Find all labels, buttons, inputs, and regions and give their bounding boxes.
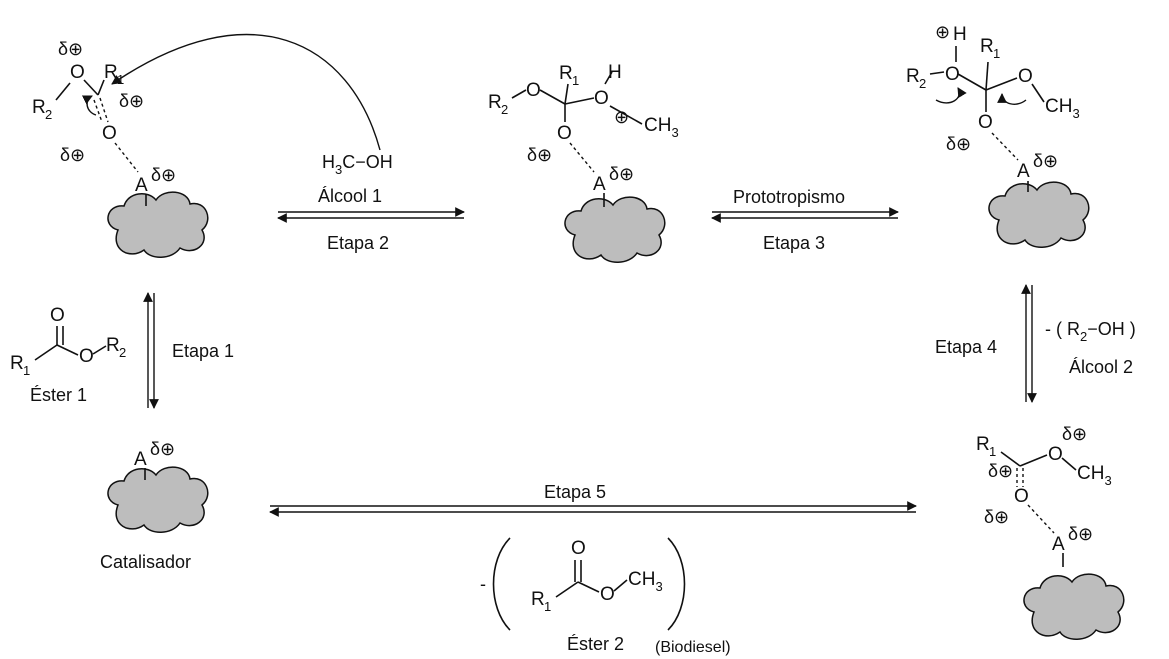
svg-text:R: R bbox=[488, 92, 502, 113]
catalyst-surface-3 bbox=[988, 181, 1090, 249]
step1-label: Etapa 1 bbox=[172, 341, 234, 361]
svg-text:O: O bbox=[945, 64, 960, 85]
svg-text:O: O bbox=[1018, 66, 1033, 87]
svg-text:O: O bbox=[1048, 444, 1063, 465]
svg-text:δ⊕: δ⊕ bbox=[1033, 151, 1058, 171]
svg-text:O: O bbox=[70, 62, 85, 83]
svg-text:R: R bbox=[104, 62, 118, 83]
svg-text:1: 1 bbox=[989, 444, 996, 459]
svg-text:2: 2 bbox=[119, 345, 126, 360]
svg-text:-: - bbox=[480, 574, 486, 594]
svg-text:Álcool 1: Álcool 1 bbox=[318, 186, 382, 206]
svg-text:1: 1 bbox=[544, 599, 551, 614]
svg-text:(Biodiesel): (Biodiesel) bbox=[655, 639, 731, 656]
svg-text:1: 1 bbox=[23, 363, 30, 378]
step1-equilibrium-arrows bbox=[143, 292, 159, 409]
step4-equilibrium-arrows bbox=[1021, 284, 1037, 403]
svg-text:R: R bbox=[32, 97, 46, 118]
prototropism-label: Prototropismo bbox=[733, 187, 845, 207]
step3-label: Etapa 3 bbox=[763, 233, 825, 253]
svg-text:δ⊕: δ⊕ bbox=[151, 165, 176, 185]
svg-text:A: A bbox=[1017, 161, 1030, 182]
svg-text:R: R bbox=[10, 353, 24, 374]
step3-equilibrium-arrows bbox=[711, 207, 899, 223]
svg-text:CH3: CH3 bbox=[644, 115, 679, 140]
svg-text:O: O bbox=[978, 112, 993, 133]
step2-label: Etapa 2 bbox=[327, 233, 389, 253]
svg-text:H: H bbox=[953, 24, 967, 45]
svg-text:O: O bbox=[50, 305, 65, 326]
svg-text:CH3: CH3 bbox=[1045, 96, 1080, 121]
step2-reagent: H3C−OH Álcool 1 bbox=[318, 152, 393, 206]
svg-text:2: 2 bbox=[919, 76, 926, 91]
svg-text:CH3: CH3 bbox=[1077, 463, 1112, 488]
step5-label: Etapa 5 bbox=[544, 482, 606, 502]
catalyst-surface-2 bbox=[564, 196, 666, 264]
svg-text:R: R bbox=[906, 66, 920, 87]
svg-text:- ( R2−OH ): - ( R2−OH ) bbox=[1045, 319, 1136, 344]
step2-equilibrium-arrows bbox=[277, 207, 465, 223]
svg-text:δ⊕: δ⊕ bbox=[1062, 424, 1087, 444]
svg-text:R: R bbox=[559, 63, 573, 84]
svg-text:R: R bbox=[976, 434, 990, 455]
svg-text:Álcool 2: Álcool 2 bbox=[1069, 357, 1133, 377]
svg-text:O: O bbox=[79, 346, 94, 367]
catalyst-site: A δ⊕ bbox=[134, 439, 175, 480]
svg-text:1: 1 bbox=[572, 73, 579, 88]
svg-text:⊕: ⊕ bbox=[614, 107, 629, 127]
catalyst-surface-5 bbox=[1023, 573, 1125, 641]
catalyst-surface-1 bbox=[107, 191, 209, 259]
svg-text:δ⊕: δ⊕ bbox=[527, 145, 552, 165]
svg-text:δ⊕: δ⊕ bbox=[1068, 524, 1093, 544]
svg-text:A: A bbox=[593, 174, 606, 195]
step5-equilibrium-arrows bbox=[269, 501, 917, 517]
svg-text:δ⊕: δ⊕ bbox=[609, 164, 634, 184]
svg-text:δ⊕: δ⊕ bbox=[58, 39, 83, 59]
svg-text:δ⊕: δ⊕ bbox=[119, 91, 144, 111]
catalyst-label: Catalisador bbox=[100, 552, 191, 572]
svg-text:δ⊕: δ⊕ bbox=[150, 439, 175, 459]
svg-text:δ⊕: δ⊕ bbox=[946, 134, 971, 154]
svg-text:O: O bbox=[526, 80, 541, 101]
svg-text:A: A bbox=[135, 175, 148, 196]
svg-text:R: R bbox=[980, 36, 994, 57]
svg-text:O: O bbox=[594, 88, 609, 109]
nucleophilic-attack-arrow bbox=[111, 33, 381, 151]
svg-text:O: O bbox=[102, 123, 117, 144]
svg-text:δ⊕: δ⊕ bbox=[984, 507, 1009, 527]
svg-text:H: H bbox=[608, 62, 622, 83]
svg-text:A: A bbox=[1052, 534, 1065, 555]
svg-text:δ⊕: δ⊕ bbox=[988, 461, 1013, 481]
svg-text:R: R bbox=[531, 589, 545, 610]
svg-text:⊕: ⊕ bbox=[935, 22, 950, 42]
svg-text:O: O bbox=[571, 538, 586, 559]
step4-label: Etapa 4 bbox=[935, 337, 997, 357]
svg-text:1: 1 bbox=[993, 46, 1000, 61]
svg-text:O: O bbox=[1014, 486, 1029, 507]
svg-text:2: 2 bbox=[501, 102, 508, 117]
catalyst-surface-4 bbox=[107, 466, 209, 534]
svg-text:CH3: CH3 bbox=[628, 569, 663, 594]
step4-byproduct: - ( R2−OH ) Álcool 2 bbox=[1045, 319, 1136, 377]
svg-text:O: O bbox=[557, 123, 572, 144]
svg-text:δ⊕: δ⊕ bbox=[60, 145, 85, 165]
svg-text:Éster 2: Éster 2 bbox=[567, 634, 624, 654]
svg-text:Éster 1: Éster 1 bbox=[30, 385, 87, 405]
svg-text:A: A bbox=[134, 449, 147, 470]
svg-text:R: R bbox=[106, 335, 120, 356]
svg-text:H3C−OH: H3C−OH bbox=[322, 152, 393, 177]
svg-text:O: O bbox=[600, 584, 615, 605]
svg-text:2: 2 bbox=[45, 107, 52, 122]
